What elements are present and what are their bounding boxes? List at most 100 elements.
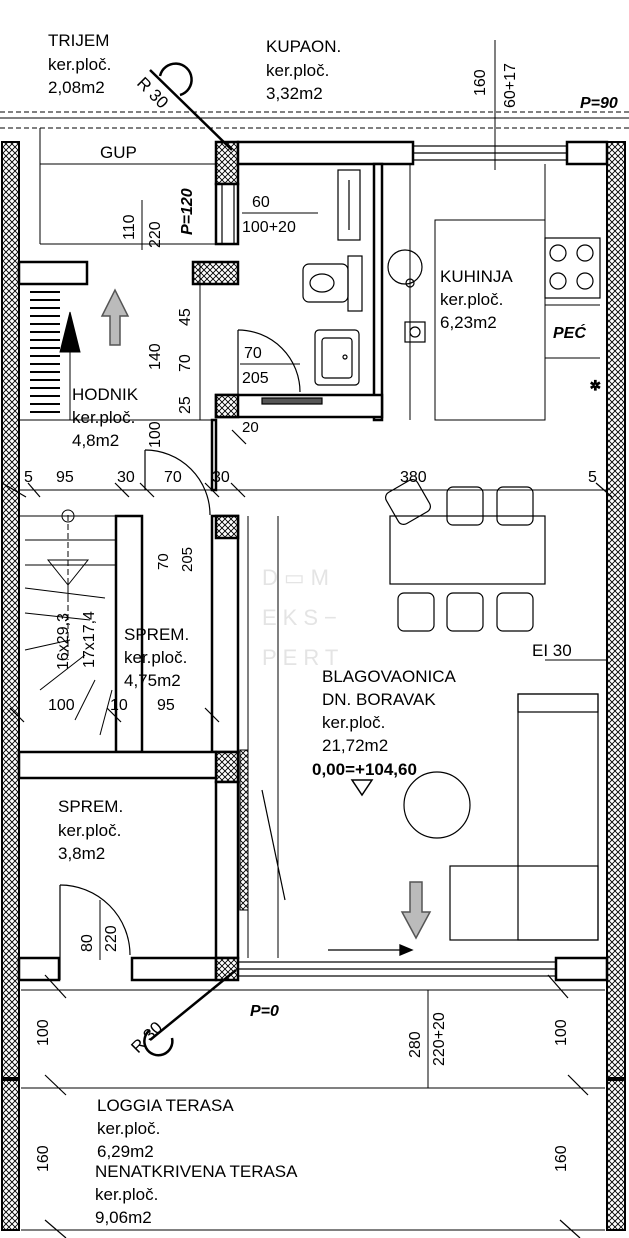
svg-text:4,75m2: 4,75m2 [124,671,181,690]
svg-text:LOGGIA TERASA: LOGGIA TERASA [97,1096,234,1115]
svg-text:ker.ploč.: ker.ploč. [95,1185,158,1204]
left-wall-lower [1,1079,20,1231]
floor-level: 0,00=+104,60 [312,760,417,779]
svg-text:160: 160 [472,69,489,96]
svg-text:20: 20 [242,419,259,436]
svg-text:SPREM.: SPREM. [124,625,189,644]
svg-text:220: 220 [103,925,120,952]
living-furniture [403,693,599,941]
svg-text:80: 80 [79,934,96,952]
svg-text:HODNIK: HODNIK [72,385,139,404]
label-gup: GUP [100,143,137,162]
doors [59,329,301,980]
svg-text:220+20: 220+20 [431,1012,448,1066]
svg-text:100: 100 [35,1019,52,1046]
room-kupaon: KUPAON. ker.ploč. 3,32m2 [266,37,341,103]
svg-text:160: 160 [35,1145,52,1172]
svg-text:ker.ploč.: ker.ploč. [72,408,135,427]
svg-text:380: 380 [400,469,427,486]
svg-text:2,08m2: 2,08m2 [48,78,105,97]
svg-text:ker.ploč.: ker.ploč. [58,821,121,840]
dimension-ticks [1,429,613,1238]
room-blagovaonica: BLAGOVAONICA DN. BORAVAK ker.ploč. 21,72… [312,667,456,797]
svg-text:60+17: 60+17 [502,63,519,108]
svg-text:21,72m2: 21,72m2 [322,736,388,755]
svg-text:70: 70 [155,553,172,570]
svg-text:SPREM.: SPREM. [58,797,123,816]
dining-set [385,479,546,632]
svg-text:EKS−: EKS− [262,605,343,630]
svg-text:95: 95 [157,697,175,714]
direction-arrow [328,944,414,956]
svg-text:KUPAON.: KUPAON. [266,37,341,56]
right-wall-lower [606,1079,626,1231]
partition-lines [19,128,607,1231]
kitchen-fixtures: ✲ [387,237,602,394]
svg-text:9,06m2: 9,06m2 [95,1208,152,1227]
svg-text:PERT: PERT [262,645,344,670]
gates [143,62,237,1057]
stairs [19,291,116,736]
svg-text:205: 205 [179,547,196,572]
svg-text:17x17,4: 17x17,4 [81,611,98,668]
entry-arrows [100,288,432,940]
svg-text:95: 95 [56,469,74,486]
svg-text:3,32m2: 3,32m2 [266,84,323,103]
room-hodnik: HODNIK ker.ploč. 4,8m2 [72,385,139,450]
svg-text:5: 5 [588,469,597,486]
svg-text:220: 220 [147,221,164,248]
dimensions-vertical: 160 60+17 110 220 45 140 70 25 100 70 20… [35,40,570,1172]
svg-text:3,8m2: 3,8m2 [58,844,105,863]
svg-text:ker.ploč.: ker.ploč. [97,1119,160,1138]
svg-text:60: 60 [252,194,270,211]
left-wall [1,141,20,1079]
svg-text:BLAGOVAONICA: BLAGOVAONICA [322,667,456,686]
label-pec: PEĆ [553,323,586,342]
label-p120: P=120 [179,188,196,235]
svg-text:TRIJEM: TRIJEM [48,31,109,50]
hood-icon: ✲ [590,378,601,393]
svg-text:100: 100 [553,1019,570,1046]
svg-text:4,8m2: 4,8m2 [72,431,119,450]
svg-text:KUHINJA: KUHINJA [440,267,513,286]
svg-text:205: 205 [242,370,269,387]
room-loggia: LOGGIA TERASA ker.ploč. 6,29m2 [97,1096,234,1161]
svg-text:30: 30 [212,469,230,486]
dimensions-horizontal: 60 100+20 70 205 20 5 95 30 70 30 380 5 … [24,194,597,714]
room-sprem-stairs: SPREM. ker.ploč. 4,75m2 [124,625,189,690]
right-wall [606,141,626,1079]
label-p0: P=0 [250,1003,279,1020]
level-marker [350,779,374,797]
top-edge-lines [0,111,629,129]
exterior-walls [1,141,626,1231]
svg-text:280: 280 [407,1031,424,1058]
svg-text:D▭M: D▭M [262,565,335,590]
svg-text:160: 160 [553,1145,570,1172]
svg-text:ker.ploč.: ker.ploč. [124,648,187,667]
interior-walls [17,140,609,982]
room-sprem-lower: SPREM. ker.ploč. 3,8m2 [58,797,123,863]
svg-text:ker.ploč.: ker.ploč. [322,713,385,732]
svg-text:16x29,3: 16x29,3 [55,613,72,670]
svg-text:70: 70 [164,469,182,486]
room-nenatkrivena: NENATKRIVENA TERASA ker.ploč. 9,06m2 [95,1162,298,1227]
windows [221,145,568,977]
svg-text:25: 25 [177,396,194,414]
svg-text:30: 30 [117,469,135,486]
label-r30-top: R 30 [133,73,172,112]
svg-text:110: 110 [121,214,138,240]
bathroom-fixtures [261,169,363,405]
svg-text:100+20: 100+20 [242,219,296,236]
svg-text:70: 70 [244,345,262,362]
svg-text:45: 45 [177,308,194,326]
svg-text:6,29m2: 6,29m2 [97,1142,154,1161]
svg-text:140: 140 [147,343,164,370]
svg-text:ker.ploč.: ker.ploč. [266,61,329,80]
room-kuhinja: KUHINJA ker.ploč. 6,23m2 [440,267,513,332]
svg-text:10: 10 [110,697,128,714]
svg-text:70: 70 [177,354,194,372]
svg-text:100: 100 [147,421,164,448]
svg-text:ker.ploč.: ker.ploč. [440,290,503,309]
label-ei30: EI 30 [532,641,572,660]
